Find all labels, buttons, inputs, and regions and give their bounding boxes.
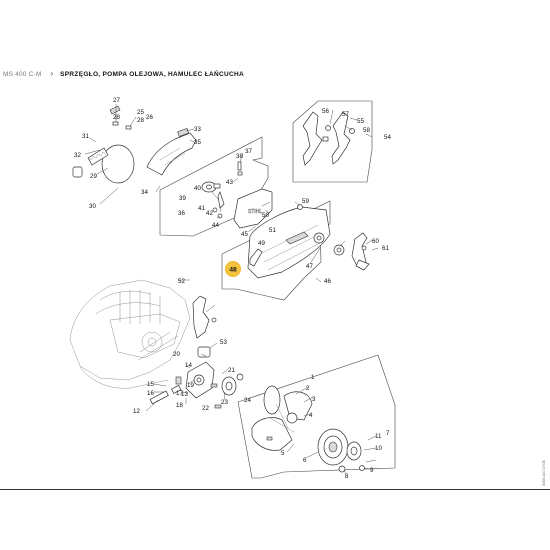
callout-32[interactable]: 32	[74, 152, 81, 159]
callout-30[interactable]: 30	[89, 203, 96, 210]
brake-band-group	[72, 105, 135, 184]
callout-47[interactable]: 47	[306, 263, 313, 270]
callout-45[interactable]: 45	[241, 231, 248, 238]
callout-59[interactable]: 59	[302, 198, 309, 205]
callout-20[interactable]: 20	[173, 351, 180, 358]
callout-58[interactable]: 58	[363, 127, 370, 134]
callout-40[interactable]: 40	[194, 185, 201, 192]
leader-lines	[84, 104, 379, 475]
callout-9[interactable]: 9	[370, 467, 374, 474]
callout-27[interactable]: 27	[113, 97, 120, 104]
callout-17[interactable]: 17	[176, 390, 183, 397]
saw-engine-housing	[69, 279, 191, 389]
callout-52[interactable]: 52	[178, 278, 185, 285]
callout-39[interactable]: 39	[179, 195, 186, 202]
callout-44[interactable]: 44	[212, 222, 219, 229]
callout-7[interactable]: 7	[386, 430, 390, 437]
highlight-marker-48[interactable]: 48	[225, 261, 241, 277]
callout-51[interactable]: 51	[269, 227, 276, 234]
callout-42[interactable]: 42	[206, 210, 213, 217]
callout-13[interactable]: 13	[181, 391, 188, 398]
callout-1[interactable]: 1	[311, 374, 315, 381]
breadcrumb: MS 400 C-M › SPRZĘGŁO, POMPA OLEJOWA, HA…	[3, 68, 244, 80]
lever-parts	[302, 111, 355, 166]
callout-14[interactable]: 14	[185, 362, 192, 369]
brake-lever-housing	[146, 128, 197, 176]
svg-text:STIHL: STIHL	[248, 209, 262, 215]
oil-pump-parts	[149, 295, 217, 405]
callout-25[interactable]: 25	[137, 109, 144, 116]
cover-parts: STIHL	[233, 188, 345, 279]
callout-33[interactable]: 33	[194, 126, 201, 133]
callout-49[interactable]: 49	[258, 240, 265, 247]
callout-55[interactable]: 55	[357, 118, 364, 125]
callout-53[interactable]: 53	[220, 339, 227, 346]
callout-38[interactable]: 38	[236, 153, 243, 160]
breadcrumb-model[interactable]: MS 400 C-M	[3, 70, 42, 78]
callout-57[interactable]: 57	[342, 111, 349, 118]
callout-12[interactable]: 12	[133, 408, 140, 415]
callout-21[interactable]: 21	[228, 367, 235, 374]
callout-8[interactable]: 8	[345, 473, 349, 480]
diagram-code: 5400-027-0705	[541, 420, 549, 486]
callout-31[interactable]: 31	[82, 133, 89, 140]
breadcrumb-separator-icon: ›	[50, 69, 54, 78]
callout-10[interactable]: 10	[375, 445, 382, 452]
callout-36[interactable]: 36	[178, 210, 185, 217]
callout-labels: 1 2 3 4 5 6 7 8 9 10 11 12 13 14 15 16 1…	[74, 97, 391, 480]
clutch-parts	[210, 373, 365, 473]
highlight-circle	[225, 261, 241, 277]
page-title: SPRZĘGŁO, POMPA OLEJOWA, HAMULEC ŁAŃCUCH…	[60, 70, 244, 78]
callout-41[interactable]: 41	[198, 205, 205, 212]
callout-3[interactable]: 3	[312, 396, 316, 403]
tensioner-parts	[351, 232, 370, 271]
frame-brake-assembly	[159, 136, 269, 237]
callout-11[interactable]: 11	[375, 433, 382, 440]
brake-parts	[201, 161, 243, 219]
callout-54[interactable]: 54	[384, 134, 391, 141]
callout-16[interactable]: 16	[147, 390, 154, 397]
callout-18[interactable]: 18	[176, 402, 183, 409]
diagram-code-text: 5400-027-0705	[542, 460, 546, 486]
callout-23[interactable]: 23	[221, 399, 228, 406]
callout-6[interactable]: 6	[303, 457, 307, 464]
callout-37[interactable]: 37	[245, 148, 252, 155]
callout-50[interactable]: 50	[262, 212, 269, 219]
callout-60[interactable]: 60	[372, 238, 379, 245]
callout-28b[interactable]: 28	[137, 117, 144, 124]
frame-clutch	[237, 354, 396, 479]
callout-26[interactable]: 26	[146, 114, 153, 121]
callout-34[interactable]: 34	[141, 189, 148, 196]
callout-15[interactable]: 15	[147, 381, 154, 388]
callout-61[interactable]: 61	[382, 245, 389, 252]
callout-5[interactable]: 5	[281, 450, 285, 457]
callout-35[interactable]: 35	[194, 139, 201, 146]
callout-46[interactable]: 46	[324, 278, 331, 285]
callout-22[interactable]: 22	[202, 405, 209, 412]
frame-brake-levers	[292, 100, 373, 183]
callout-43[interactable]: 43	[226, 179, 233, 186]
callout-48: 48	[229, 267, 237, 274]
callout-56[interactable]: 56	[322, 108, 329, 115]
callout-29[interactable]: 29	[90, 173, 97, 180]
bottom-divider	[0, 489, 550, 490]
callout-28[interactable]: 28	[113, 114, 120, 121]
callout-4[interactable]: 4	[309, 412, 313, 419]
callout-2[interactable]: 2	[306, 385, 310, 392]
callout-19[interactable]: 19	[187, 382, 194, 389]
frame-sprocket-cover	[221, 200, 331, 301]
callout-24[interactable]: 24	[244, 397, 251, 404]
